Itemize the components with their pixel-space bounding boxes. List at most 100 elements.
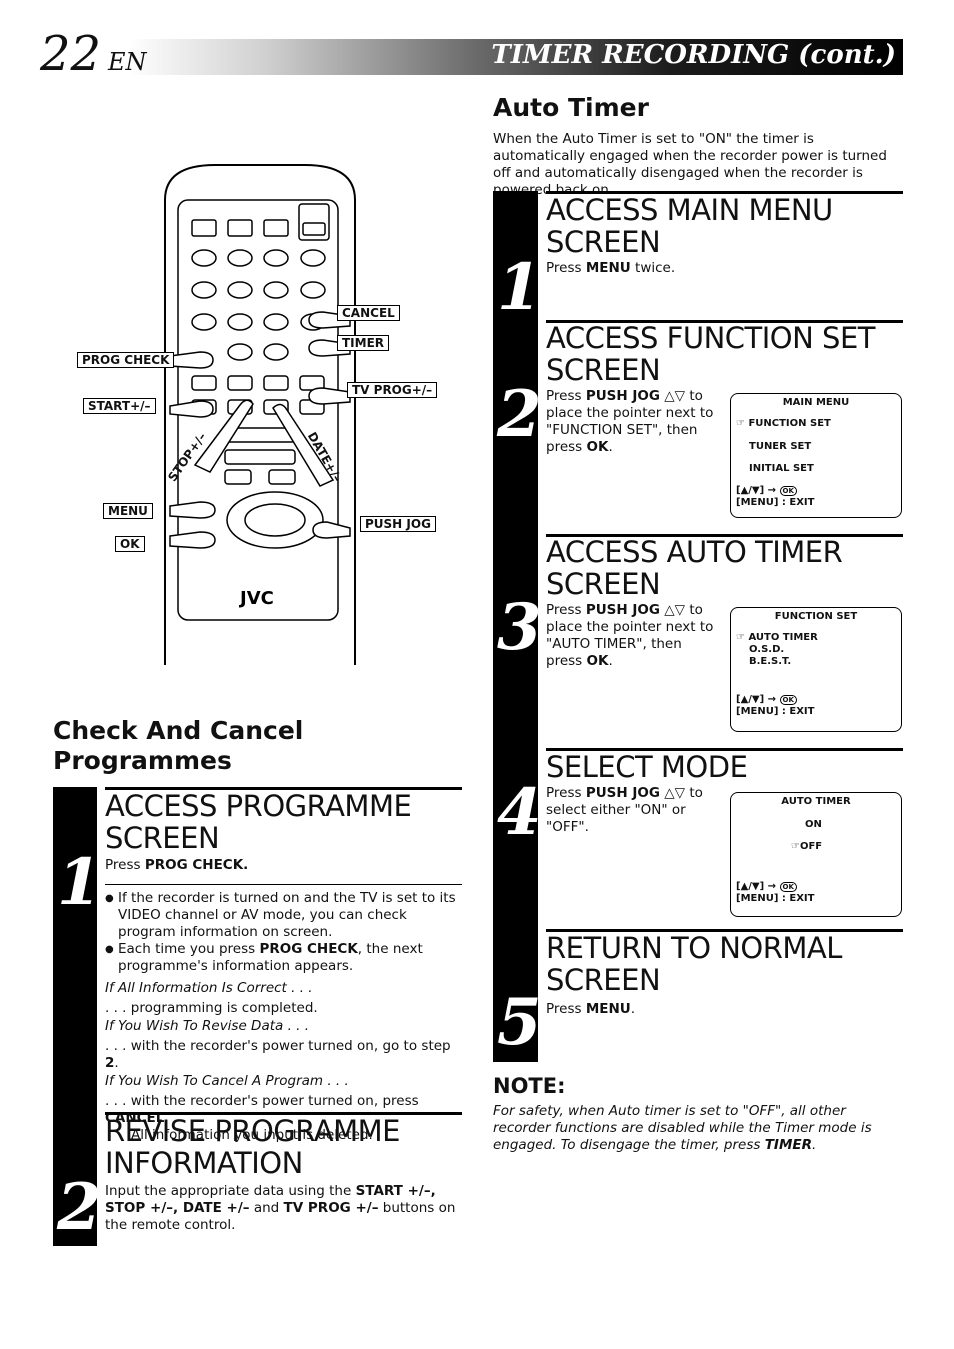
osd-footer-2: [MENU] : EXIT (736, 706, 815, 717)
label-start: START+/– (83, 398, 156, 414)
step-title-line2: INFORMATION (105, 1146, 303, 1180)
text-pre: Press (546, 785, 586, 801)
pointer-icon: ☞ (736, 418, 745, 429)
step-text: Press MENU. (546, 1001, 903, 1018)
text-key2: OK (586, 439, 609, 455)
text-key: PUSH JOG (585, 785, 660, 801)
rule (546, 191, 903, 194)
right-step2: ACCESS FUNCTION SET SCREEN Press PUSH JO… (546, 322, 903, 456)
text-key: PUSH JOG (585, 602, 660, 618)
osd-item-1: ☞ AUTO TIMER (736, 632, 901, 644)
osd-item-on: ON (805, 819, 822, 830)
step-title-line2: SCREEN (105, 821, 220, 855)
divider (105, 884, 462, 885)
completed-text: . . . programming is completed. (105, 1000, 318, 1016)
note-text: For safety, when Auto timer is set to "O… (493, 1103, 893, 1154)
right-step-bar: 1 2 3 4 5 (493, 191, 542, 1062)
step-title-line1: ACCESS AUTO TIMER (546, 535, 843, 569)
label-push-jog: PUSH JOG (360, 516, 436, 532)
step-title-line2: SCREEN (546, 567, 661, 601)
step-number-2: 2 (497, 377, 542, 452)
right-step4: SELECT MODE Press PUSH JOG △▽ to select … (546, 751, 903, 836)
step2-text: Input the appropriate data using the STA… (105, 1183, 462, 1234)
osd-arrows: [▲/▼] → (736, 694, 777, 705)
osd-arrows: [▲/▼] → (736, 485, 777, 496)
osd-auto-timer: AUTO TIMER ON ☞OFF [▲/▼] → OK [MENU] : E… (730, 792, 902, 917)
header-bar (128, 39, 903, 75)
check-cancel-heading: Check And Cancel Programmes (53, 716, 303, 776)
if-cancel: If You Wish To Cancel A Program . . . (105, 1073, 349, 1089)
step-title-line1: ACCESS PROGRAMME (105, 789, 412, 823)
text-pre: Press (546, 260, 586, 276)
bullet-2-key: PROG CHECK (259, 941, 358, 957)
rule (105, 787, 462, 790)
note-end: . (812, 1137, 817, 1153)
label-menu: MENU (103, 503, 153, 519)
right-step5: RETURN TO NORMAL SCREEN Press MENU. (546, 932, 903, 1018)
text-post: △▽ to place the pointer next to "FUNCTIO… (546, 388, 714, 455)
note-body: For safety, when Auto timer is set to "O… (493, 1103, 872, 1153)
label-tv-prog: TV PROG+/– (347, 382, 438, 398)
text-post: △▽ to place the pointer next to "AUTO TI… (546, 602, 714, 669)
text-key2: OK (586, 653, 609, 669)
step2-keys2: TV PROG +/– (283, 1200, 379, 1216)
osd-item-label: OFF (799, 841, 823, 852)
osd-function-set: FUNCTION SET ☞ AUTO TIMER O.S.D. B.E.S.T… (730, 607, 902, 732)
label-timer: TIMER (337, 335, 390, 351)
step-title-line2: SCREEN (546, 963, 661, 997)
press-text: Press (105, 857, 145, 873)
osd-title: FUNCTION SET (774, 611, 858, 622)
pointer-icon: ☞ (736, 632, 745, 643)
remote-illustration: JVC CANCEL TIMER PROG CHECK TV PROG+/– S… (75, 160, 445, 670)
rule (546, 534, 903, 537)
left-step1-bar: 1 (53, 787, 102, 1112)
step-number-5: 5 (497, 985, 542, 1060)
step2-prefix: Input the appropriate data using the (105, 1183, 356, 1199)
text-pre: Press (546, 602, 586, 618)
auto-timer-intro: When the Auto Timer is set to "ON" the t… (493, 131, 887, 198)
step-title-line1: ACCESS FUNCTION SET (546, 321, 875, 355)
left-step2-content: REVISE PROGRAMME INFORMATION Input the a… (105, 1115, 462, 1234)
if-correct: If All Information Is Correct . . . (105, 980, 313, 996)
step-text: Press PUSH JOG △▽ to select either "ON" … (546, 785, 724, 836)
osd-item-label: FUNCTION SET (748, 418, 831, 429)
step-number: 1 (57, 845, 102, 920)
step2-and: and (249, 1200, 284, 1216)
auto-timer-heading: Auto Timer (493, 93, 649, 122)
step-text: Press PUSH JOG △▽ to place the pointer n… (546, 388, 716, 456)
step2-keys1: START +/–, STOP +/–, DATE +/– (105, 1183, 436, 1216)
rule (546, 748, 903, 751)
bullet-2: Each time you press PROG CHECK, the next… (105, 941, 462, 975)
text-key: MENU (585, 260, 631, 276)
cancel-prefix: . . . with the recorder's power turned o… (105, 1093, 419, 1109)
left-step2-bar: 2 (53, 1112, 102, 1246)
revise-suffix: . (114, 1055, 119, 1071)
text-key: MENU (585, 1001, 631, 1017)
osd-item-label: AUTO TIMER (748, 632, 818, 643)
page-language: EN (108, 48, 147, 76)
if-revise: If You Wish To Revise Data . . . (105, 1018, 310, 1034)
text-pre: Press (546, 1001, 586, 1017)
step-title-line2: SCREEN (546, 353, 661, 387)
text-post2: . (608, 439, 613, 455)
ok-icon: OK (779, 695, 797, 705)
text-post: twice. (630, 260, 676, 276)
step-text: Press PUSH JOG △▽ to place the pointer n… (546, 602, 721, 670)
step-text: Press MENU twice. (546, 260, 903, 277)
text-post: . (630, 1001, 636, 1017)
note-key: TIMER (764, 1137, 813, 1153)
rule (105, 1112, 462, 1115)
label-prog-check: PROG CHECK (77, 352, 175, 368)
osd-footer-2: [MENU] : EXIT (736, 893, 815, 904)
text-post2: . (608, 653, 613, 669)
note-heading: NOTE: (493, 1074, 566, 1098)
osd-item-2: TUNER SET (749, 441, 812, 452)
right-step1: ACCESS MAIN MENU SCREEN Press MENU twice… (546, 194, 903, 277)
step-title-line1: SELECT MODE (546, 750, 748, 784)
label-cancel: CANCEL (337, 305, 400, 321)
label-ok: OK (115, 536, 145, 552)
press-key: PROG CHECK. (144, 857, 249, 873)
osd-title: MAIN MENU (782, 397, 850, 408)
step-number: 2 (57, 1170, 102, 1245)
heading-line2: Programmes (53, 746, 232, 775)
